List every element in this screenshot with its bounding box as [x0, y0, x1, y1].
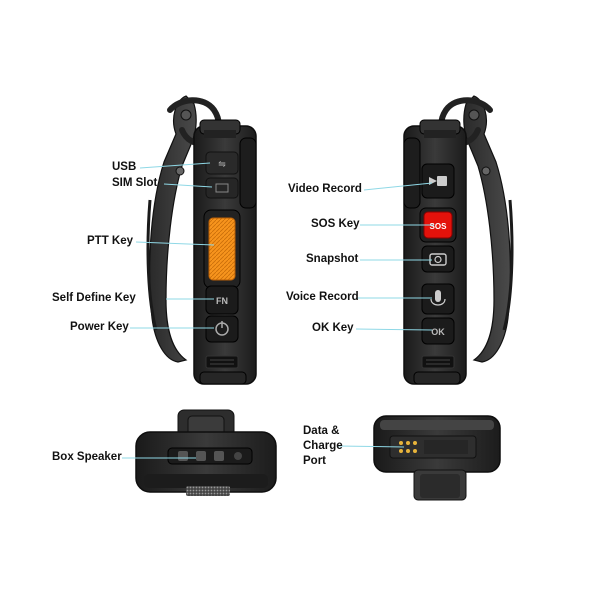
sim-cover	[205, 177, 239, 199]
label-data-charge-line-2: Charge	[303, 440, 343, 452]
label-data-charge-line-3: Port	[303, 455, 326, 467]
belt-clip-left	[149, 95, 197, 363]
label-ok-key: OK Key	[312, 322, 354, 334]
belt-clip-right	[463, 95, 511, 363]
fn-button-label: FN	[216, 296, 228, 306]
speaker-grill	[186, 486, 230, 496]
sos-button-label: SOS	[430, 222, 448, 231]
label-data-charge-line-1: Data &	[303, 425, 340, 437]
label-sim-slot: SIM Slot	[112, 177, 158, 189]
leader-lines	[122, 162, 434, 459]
ptt-button[interactable]	[208, 217, 236, 281]
ok-button-label: OK	[431, 327, 445, 337]
svg-text:⇋: ⇋	[218, 159, 226, 169]
left-side-view: ⇋ FN	[146, 95, 257, 385]
power-button[interactable]	[205, 315, 239, 343]
label-usb: USB	[112, 161, 137, 173]
label-voice-record: Voice Record	[286, 291, 359, 303]
label-snapshot: Snapshot	[306, 253, 359, 265]
ok-button[interactable]	[421, 317, 455, 345]
snapshot-button[interactable]	[421, 245, 455, 273]
label-video-record: Video Record	[288, 183, 362, 195]
label-box-speaker: Box Speaker	[52, 451, 122, 463]
label-sos-key: SOS Key	[311, 218, 360, 230]
box-speaker	[167, 447, 253, 465]
right-side-view: SOS OK	[403, 95, 514, 385]
bottom-right-view	[373, 415, 501, 501]
bottom-left-view	[135, 409, 277, 496]
label-self-define-key: Self Define Key	[52, 292, 136, 304]
label-ptt-key: PTT Key	[87, 235, 134, 247]
label-power-key: Power Key	[70, 321, 129, 333]
